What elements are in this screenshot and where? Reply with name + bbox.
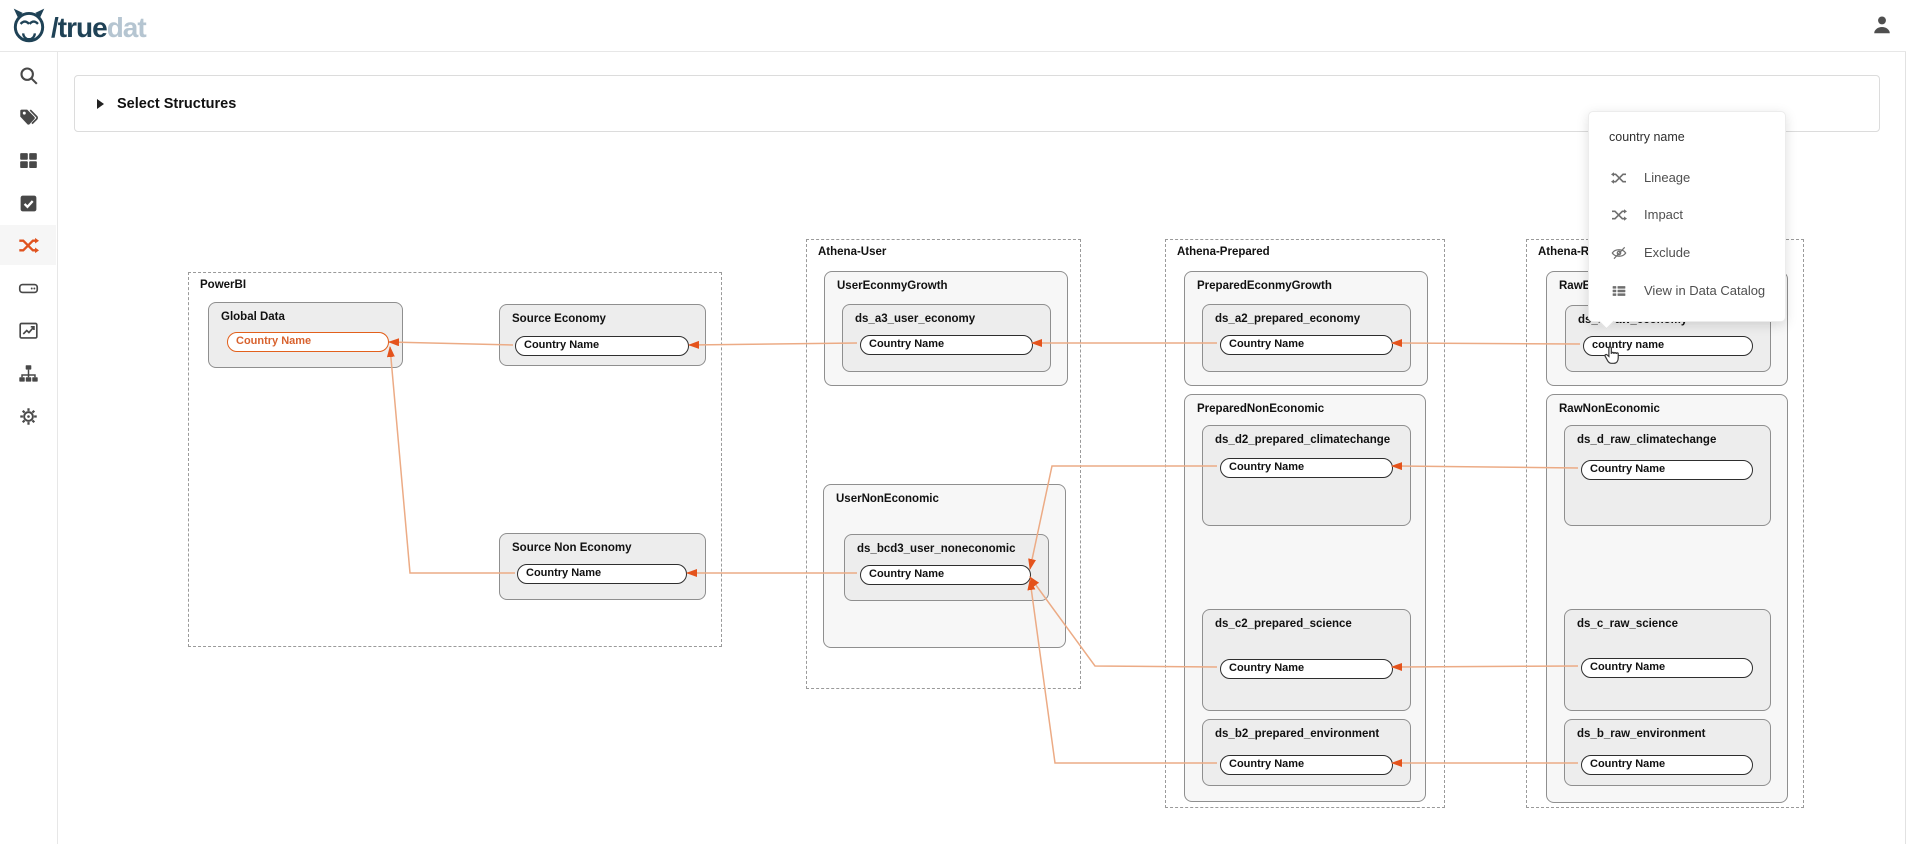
context-menu-title: country name xyxy=(1609,130,1685,144)
search-icon xyxy=(19,66,38,85)
impact-icon xyxy=(1611,207,1627,223)
node-ds-c2-prepared-science[interactable]: ds_c2_prepared_science Country Name xyxy=(1202,609,1411,711)
field-pill-source-non-economy[interactable]: Country Name xyxy=(517,564,687,584)
shuffle-lineage-icon xyxy=(18,237,39,253)
sidebar-item-taxonomy[interactable] xyxy=(0,353,56,393)
subgroup-label: PreparedEconmyGrowth xyxy=(1197,280,1332,292)
user-icon[interactable] xyxy=(1871,14,1893,36)
node-source-economy[interactable]: Source Economy Country Name xyxy=(499,304,706,366)
context-menu-item-impact[interactable]: Impact xyxy=(1589,200,1785,230)
field-pill-ds-c-raw[interactable]: Country Name xyxy=(1581,658,1753,678)
sidebar-item-search[interactable] xyxy=(0,55,56,95)
node-label: Source Non Economy xyxy=(512,542,632,554)
group-label: PowerBI xyxy=(200,279,247,291)
subgroup-label: UserEconmyGrowth xyxy=(837,280,948,292)
subgroup-preparedeconmygrowth: PreparedEconmyGrowth ds_a2_prepared_econ… xyxy=(1184,271,1428,386)
node-ds-a3-user-economy[interactable]: ds_a3_user_economy Country Name xyxy=(842,304,1051,372)
node-label: ds_d2_prepared_climatechange xyxy=(1215,434,1391,446)
context-menu-item-lineage[interactable]: Lineage xyxy=(1589,163,1785,193)
node-label: ds_b2_prepared_environment xyxy=(1215,728,1380,740)
subgroup-label: UserNonEconomic xyxy=(836,493,939,505)
subgroup-label: RawNonEconomic xyxy=(1559,403,1660,415)
field-pill-ds-bcd3[interactable]: Country Name xyxy=(860,565,1031,585)
subgroup-label: PreparedNonEconomic xyxy=(1197,403,1325,415)
caret-right-icon xyxy=(97,98,104,109)
check-square-icon xyxy=(20,195,36,211)
node-global-data[interactable]: Global Data Country Name xyxy=(208,302,403,368)
main-canvas: Select Structures PowerBI Global Data Co… xyxy=(57,52,1906,844)
lineage-icon xyxy=(1611,170,1627,186)
group-athena-user: Athena-User UserEconmyGrowth ds_a3_user_… xyxy=(806,239,1081,689)
node-label: ds_c2_prepared_science xyxy=(1215,618,1352,630)
subgroup-preparednoneconomic: PreparedNonEconomic ds_d2_prepared_clima… xyxy=(1184,394,1426,802)
sidebar-item-systems[interactable] xyxy=(0,268,56,308)
node-label: ds_bcd3_user_noneconomic xyxy=(857,543,1016,555)
sidebar xyxy=(0,52,58,844)
field-pill-ds-d2[interactable]: Country Name xyxy=(1220,458,1393,478)
node-ds-bcd3-user-noneconomic[interactable]: ds_bcd3_user_noneconomic Country Name xyxy=(844,534,1049,601)
group-powerbi: PowerBI Global Data Country Name Source … xyxy=(188,272,722,647)
field-pill-ds-c2[interactable]: Country Name xyxy=(1220,659,1393,679)
context-menu-label: Impact xyxy=(1644,207,1684,222)
node-label: Global Data xyxy=(221,311,285,323)
subgroup-usereconmygrowth: UserEconmyGrowth ds_a3_user_economy Coun… xyxy=(824,271,1068,386)
context-menu-label: View in Data Catalog xyxy=(1644,283,1766,298)
field-pill-source-economy[interactable]: Country Name xyxy=(515,336,689,356)
context-menu-item-view-in-data-catalog[interactable]: View in Data Catalog xyxy=(1589,276,1785,306)
node-label: Source Economy xyxy=(512,313,606,325)
sitemap-icon xyxy=(18,364,38,382)
field-pill-ds-a3[interactable]: Country Name xyxy=(860,335,1033,355)
group-athena-raw: Athena-Raw RawEconomic ds_a_raw_economy … xyxy=(1526,239,1804,808)
sidebar-item-reports[interactable] xyxy=(0,310,56,350)
node-ds-d-raw-climatechange[interactable]: ds_d_raw_climatechange Country Name xyxy=(1564,425,1771,526)
tags-icon xyxy=(19,108,38,125)
select-structures-panel[interactable]: Select Structures xyxy=(74,75,1880,132)
node-label: ds_b_raw_environment xyxy=(1577,728,1706,740)
sidebar-item-quality[interactable] xyxy=(0,183,56,223)
context-menu-item-exclude[interactable]: Exclude xyxy=(1589,238,1785,268)
brand-text: /truedat xyxy=(51,11,147,43)
field-pill-ds-b-raw[interactable]: Country Name xyxy=(1581,755,1753,775)
gear-icon xyxy=(19,407,37,425)
lineage-diagram: PowerBI Global Data Country Name Source … xyxy=(57,52,1905,844)
node-ds-a2-prepared-economy[interactable]: ds_a2_prepared_economy Country Name xyxy=(1202,304,1411,372)
group-label: Athena-Prepared xyxy=(1177,246,1270,258)
context-menu-label: Lineage xyxy=(1644,170,1691,185)
subgroup-rawnoneconomic: RawNonEconomic ds_d_raw_climatechange Co… xyxy=(1546,394,1788,803)
group-athena-prepared: Athena-Prepared PreparedEconmyGrowth ds_… xyxy=(1165,239,1445,808)
owl-icon xyxy=(10,5,48,50)
sidebar-item-settings[interactable] xyxy=(0,396,56,436)
top-bar: /truedat xyxy=(0,0,1906,52)
data-catalog-list-icon xyxy=(1611,283,1627,299)
node-ds-b-raw-environment[interactable]: ds_b_raw_environment Country Name xyxy=(1564,719,1771,786)
subgroup-usernoneconomic: UserNonEconomic ds_bcd3_user_noneconomic… xyxy=(823,484,1066,648)
field-pill-ds-a-raw[interactable]: country name xyxy=(1583,336,1753,356)
field-pill-ds-d-raw[interactable]: Country Name xyxy=(1581,460,1753,480)
hard-drive-icon xyxy=(18,283,38,293)
field-pill-ds-b2[interactable]: Country Name xyxy=(1220,755,1393,775)
field-pill-ds-a2[interactable]: Country Name xyxy=(1220,335,1393,355)
node-ds-d2-prepared-climatechange[interactable]: ds_d2_prepared_climatechange Country Nam… xyxy=(1202,425,1411,526)
truedat-logo[interactable]: /truedat xyxy=(10,5,147,50)
node-ds-b2-prepared-environment[interactable]: ds_b2_prepared_environment Country Name xyxy=(1202,719,1411,786)
field-pill-global-data[interactable]: Country Name xyxy=(227,332,389,352)
node-source-non-economy[interactable]: Source Non Economy Country Name xyxy=(499,533,706,600)
sidebar-item-dashboards[interactable] xyxy=(0,140,56,180)
grid-icon xyxy=(19,152,37,168)
sidebar-item-tags[interactable] xyxy=(0,97,56,137)
node-label: ds_a3_user_economy xyxy=(855,313,976,325)
node-label: ds_d_raw_climatechange xyxy=(1577,434,1717,446)
select-structures-label: Select Structures xyxy=(117,95,237,112)
node-ds-c-raw-science[interactable]: ds_c_raw_science Country Name xyxy=(1564,609,1771,711)
exclude-eye-slash-icon xyxy=(1611,245,1627,261)
chart-line-icon xyxy=(18,322,38,339)
context-menu-label: Exclude xyxy=(1644,245,1691,260)
group-label: Athena-Raw xyxy=(1538,246,1605,258)
field-context-menu: country name Lineage Impact Exclude View… xyxy=(1588,111,1786,330)
group-label: Athena-User xyxy=(818,246,887,258)
node-label: ds_c_raw_science xyxy=(1577,618,1679,630)
node-label: ds_a2_prepared_economy xyxy=(1215,313,1361,325)
sidebar-item-lineage[interactable] xyxy=(0,225,56,265)
